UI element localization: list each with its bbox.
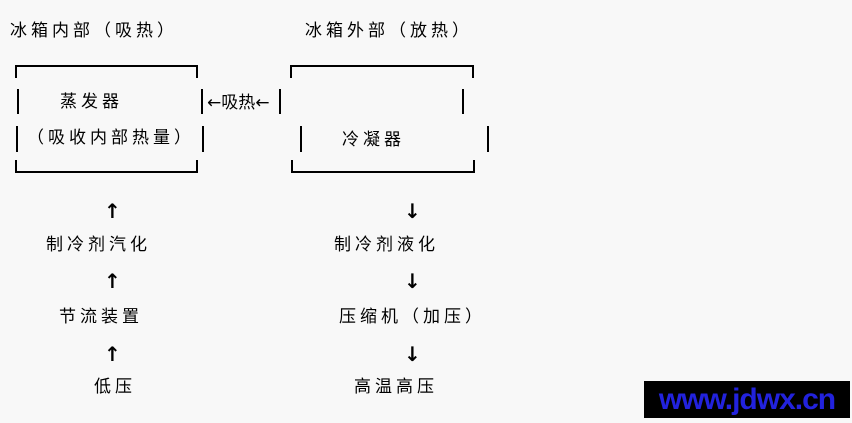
evaporator-box-bottom-border (15, 171, 198, 173)
condenser-box-left-bar-row1 (279, 89, 281, 114)
evaporator-box-bottom-right-tick (196, 160, 198, 173)
evaporator-box-left-bar-row1 (17, 89, 19, 114)
right-flow-step-compressor: 压缩机（加压） (339, 307, 486, 327)
condenser-box-left-bar-row2 (300, 126, 302, 152)
condenser-title: 冷凝器 (342, 130, 405, 150)
evaporator-box-top-border (15, 65, 198, 67)
watermark-url-text: www.jdwx.cn (658, 383, 836, 416)
left-flow-step-vaporize: 制冷剂汽化 (46, 235, 151, 255)
up-arrow-icon: ↑ (104, 199, 121, 223)
evaporator-box-top-left-tick (15, 65, 17, 78)
interior-section-label: 冰箱内部（吸热） (10, 21, 178, 41)
right-flow-step-liquefy: 制冷剂液化 (334, 235, 439, 255)
watermark-banner: www.jdwx.cn (644, 381, 850, 418)
condenser-box-right-bar-row2 (487, 126, 489, 152)
left-flow-step-lowpressure: 低压 (94, 377, 136, 397)
condenser-box-top-border (290, 65, 474, 67)
down-arrow-icon: ↓ (404, 199, 421, 223)
evaporator-box-left-bar-row2 (16, 126, 18, 152)
evaporator-box-right-bar-row2 (202, 126, 204, 152)
up-arrow-icon: ↑ (104, 342, 121, 366)
condenser-box-bottom-right-tick (473, 160, 475, 173)
right-flow-step-hightemp: 高温高压 (354, 377, 438, 397)
down-arrow-icon: ↓ (404, 269, 421, 293)
condenser-box-top-left-tick (290, 65, 292, 78)
condenser-box-bottom-border (291, 171, 475, 173)
left-flow-step-throttle: 节流装置 (59, 307, 143, 327)
condenser-box-right-bar-row1 (462, 89, 464, 114)
evaporator-box-top-right-tick (196, 65, 198, 78)
heat-absorb-arrow-label: ←吸热← (207, 93, 270, 113)
evaporator-title: 蒸发器 (60, 92, 123, 112)
exterior-section-label: 冰箱外部（放热） (305, 21, 473, 41)
condenser-box-top-right-tick (472, 65, 474, 78)
evaporator-subtitle: （吸收内部热量） (27, 128, 195, 148)
evaporator-box-right-bar-row1 (201, 89, 203, 114)
down-arrow-icon: ↓ (404, 342, 421, 366)
up-arrow-icon: ↑ (104, 269, 121, 293)
evaporator-box-bottom-left-tick (15, 160, 17, 173)
condenser-box-bottom-left-tick (291, 160, 293, 173)
